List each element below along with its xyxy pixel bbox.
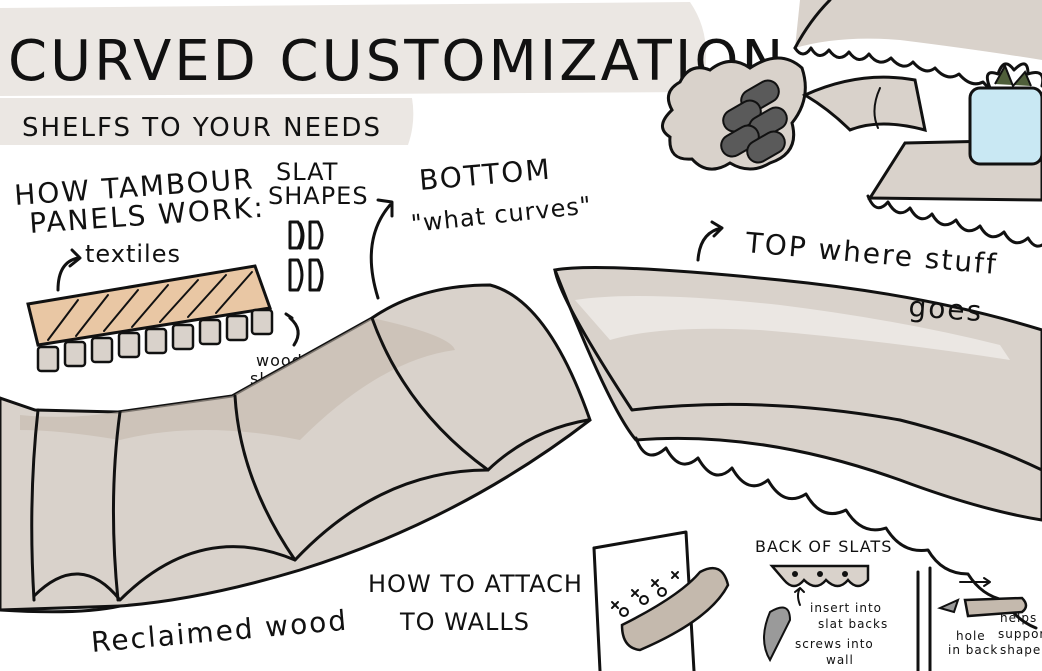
back-screws-line1: screws into (795, 637, 874, 651)
back-insert-line1: insert into (810, 601, 882, 615)
top-label-line2: goes (908, 290, 985, 328)
slat-shapes-line2: SHAPES (268, 182, 369, 210)
wall-mount-drawing (592, 530, 730, 671)
curved-bottom-drawing (0, 283, 592, 614)
back-slats-drawing (763, 564, 870, 663)
back-helps-line3: shape (1000, 643, 1041, 657)
slat-shapes-line1: SLAT (276, 158, 338, 186)
plant-shelf-drawing (866, 62, 1042, 248)
wood-slats-arrow (284, 312, 300, 347)
slat-shapes-drawing (288, 220, 324, 292)
reclaimed-label: Reclaimed wood (90, 604, 350, 659)
tambour-panel-drawing (26, 264, 274, 373)
top-right-shelf-drawing (793, 0, 1042, 104)
subtitle: SHELFS TO YOUR NEEDS (22, 113, 382, 143)
back-insert-line2: slat backs (818, 617, 888, 631)
bottom-note: "what curves" (410, 191, 593, 238)
top-arrow (696, 220, 724, 262)
back-hole-line2: in back (948, 643, 998, 657)
textiles-arrow (56, 248, 82, 292)
attach-line2: TO WALLS (399, 608, 530, 636)
top-label-line1: TOP where stuff (743, 226, 999, 281)
bottom-label: BOTTOM (418, 153, 553, 197)
side-profile-drawing (916, 566, 1028, 671)
attach-line1: HOW TO ATTACH (368, 570, 583, 598)
back-helps-line1: helps (1000, 611, 1037, 625)
bottom-arrow (369, 198, 394, 300)
top-shelf-drawing (552, 266, 1042, 630)
subtitle-highlight (0, 98, 414, 145)
title: CURVED CUSTOMIZATION (8, 29, 786, 94)
title-highlight (0, 2, 707, 96)
logs-shelf-drawing (661, 56, 927, 171)
textiles-label: textiles (85, 240, 181, 268)
back-screws-line2: wall (826, 653, 854, 667)
back-title: BACK OF SLATS (755, 537, 892, 556)
back-helps-line2: support (998, 627, 1042, 641)
back-hole-line1: hole (956, 629, 986, 643)
